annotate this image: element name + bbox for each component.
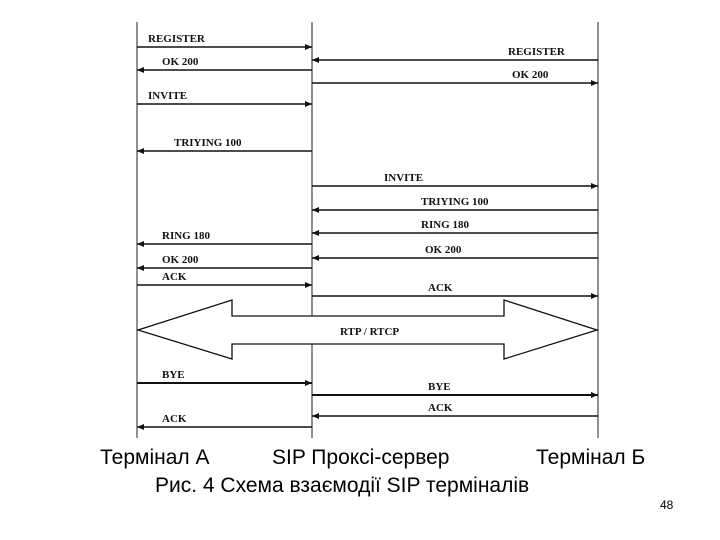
rtp-label: RTP / RTCP xyxy=(340,326,399,338)
message-label: RING 180 xyxy=(421,219,469,231)
message-label: REGISTER xyxy=(148,33,206,45)
message-register-b: REGISTER xyxy=(312,46,598,63)
message-label: INVITE xyxy=(148,90,187,102)
message-bye-a: BYE xyxy=(137,369,312,386)
message-label: ACK xyxy=(162,413,187,425)
message-ok-a-2: OK 200 xyxy=(137,254,312,271)
message-ok-b-1: OK 200 xyxy=(312,69,598,86)
message-ack-b-2: ACK xyxy=(312,402,598,419)
message-ack-a-2: ACK xyxy=(137,413,312,430)
message-label: ACK xyxy=(428,282,453,294)
lane-label-terminal-b: Термінал Б xyxy=(536,446,646,469)
message-ring-a: RING 180 xyxy=(137,230,312,247)
message-ring-b: RING 180 xyxy=(312,219,598,236)
message-invite-b: INVITE xyxy=(312,172,598,189)
message-label: OK 200 xyxy=(162,56,199,68)
message-label: ACK xyxy=(428,402,453,414)
message-label: OK 200 xyxy=(425,244,462,256)
message-label: INVITE xyxy=(384,172,423,184)
figure-caption: Рис. 4 Схема взаємодії SIP терміналів xyxy=(155,474,530,497)
message-register-a: REGISTER xyxy=(137,33,312,50)
message-label: REGISTER xyxy=(508,46,566,58)
message-label: TRIYING 100 xyxy=(174,137,242,149)
message-label: OK 200 xyxy=(162,254,199,266)
message-label: BYE xyxy=(428,381,451,393)
message-invite-a: INVITE xyxy=(137,90,312,107)
message-label: TRIYING 100 xyxy=(421,196,489,208)
rtp-media-stream: RTP / RTCP xyxy=(135,299,600,360)
message-label: RING 180 xyxy=(162,230,210,242)
message-label: BYE xyxy=(162,369,185,381)
message-bye-b: BYE xyxy=(312,381,598,398)
lane-label-proxy-server: SIP Проксі-сервер xyxy=(272,446,450,469)
message-ok-b-2: OK 200 xyxy=(312,244,598,261)
message-trying-b: TRIYING 100 xyxy=(312,196,598,213)
rtp-double-arrow xyxy=(135,299,600,360)
message-ok-a-1: OK 200 xyxy=(137,56,312,73)
message-ack-a-1: ACK xyxy=(137,271,312,288)
lane-label-terminal-a: Термінал А xyxy=(100,446,210,469)
message-trying-a: TRIYING 100 xyxy=(137,137,312,154)
message-label: ACK xyxy=(162,271,187,283)
message-label: OK 200 xyxy=(512,69,549,81)
message-ack-b-1: ACK xyxy=(312,282,598,299)
page-number: 48 xyxy=(660,498,674,512)
